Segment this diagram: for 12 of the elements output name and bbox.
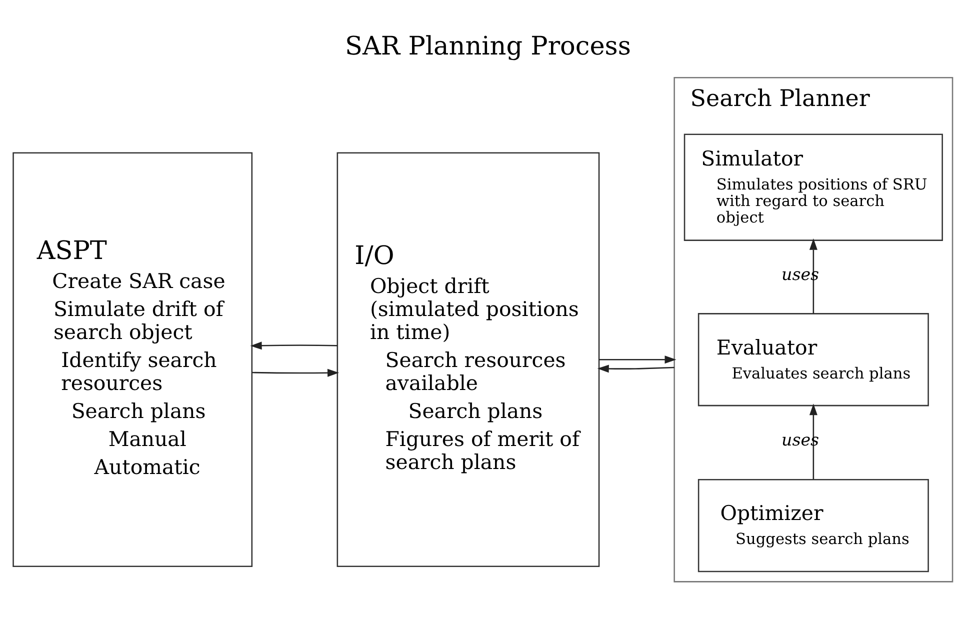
arrow xyxy=(252,368,340,377)
arrow xyxy=(809,404,818,480)
arrow xyxy=(597,364,674,373)
node-box: Optimizer Suggests search plans xyxy=(698,478,929,572)
node-box: I/O Object drift (simulated positions in time) Search resources available Search plans Figures of merit of search plans xyxy=(336,152,600,567)
node-box: Evaluator Evaluates search plans xyxy=(698,313,929,406)
arrow xyxy=(250,342,338,350)
arrow xyxy=(599,356,676,364)
node-box: ASPT Create SAR case Simulate drift of search object Identify search resources Search plans Manual Automatic xyxy=(12,152,253,567)
arrow xyxy=(809,238,818,314)
diagram-title: SAR Planning Process xyxy=(345,32,631,62)
node-box: Simulator Simulates positions of SRU with regard to search object xyxy=(684,134,943,241)
